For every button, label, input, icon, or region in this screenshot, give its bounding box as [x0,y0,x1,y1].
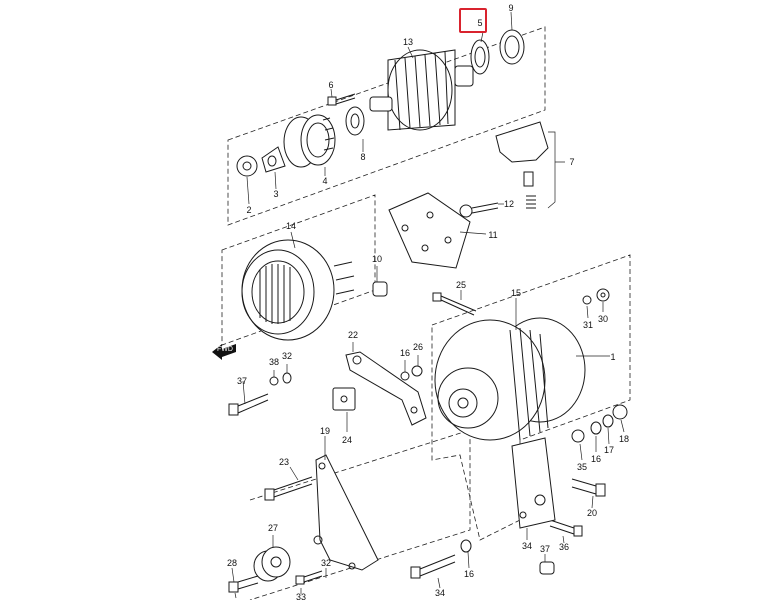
callout-30b[interactable]: 32 [320,558,332,568]
bushing-36 [539,561,555,575]
bracket-21 [345,351,427,426]
callout-35[interactable]: 36 [558,542,570,552]
callout-17[interactable]: 17 [603,445,615,455]
callout-25[interactable]: 26 [412,342,424,352]
forward-mark: FWD [217,346,233,353]
bolt-24 [432,292,477,316]
highlight-box [459,8,487,33]
callout-34[interactable]: 35 [576,462,588,472]
callout-22[interactable]: 23 [278,457,290,467]
callout-2[interactable]: 2 [246,205,252,215]
callout-6[interactable]: 6 [328,80,334,90]
callout-23[interactable]: 24 [341,435,353,445]
bracket-32 [511,437,556,529]
callout-16c[interactable]: 16 [590,454,602,464]
bushing-10 [372,281,388,297]
bolt-35 [549,519,583,537]
washer-25 [411,365,423,377]
washer-3 [261,146,286,173]
callout-8[interactable]: 8 [360,152,366,162]
callout-27[interactable]: 28 [226,558,238,568]
stator-14 [241,239,355,341]
callout-20[interactable]: 20 [586,508,598,518]
washer-34 [571,429,585,443]
callout-10[interactable]: 10 [371,254,383,264]
washer-30 [282,372,292,384]
callout-7[interactable]: 7 [569,157,575,167]
callout-36[interactable]: 37 [539,544,551,554]
nut-2 [236,155,258,177]
washer-38 [269,376,279,386]
callout-38[interactable]: 38 [268,357,280,367]
callout-1[interactable]: 1 [610,352,616,362]
bolt-22 [264,476,313,501]
bushing-23 [332,387,356,411]
nut-18 [612,404,628,420]
callout-31[interactable]: 33 [295,592,307,602]
callout-24[interactable]: 25 [455,280,467,290]
callout-5[interactable]: 5 [477,18,483,28]
callout-3[interactable]: 3 [273,189,279,199]
callout-18[interactable]: 18 [618,434,630,444]
rectifier-11 [388,192,471,269]
cover-9 [499,29,525,65]
washer-16b [460,539,472,553]
bolt-33 [410,554,456,579]
callout-4[interactable]: 4 [322,176,328,186]
callout-21[interactable]: 22 [347,330,359,340]
callout-11[interactable]: 11 [488,230,498,240]
strap-19 [313,454,379,571]
callout-14[interactable]: 14 [285,221,297,231]
callout-15[interactable]: 15 [510,288,522,298]
callout-12[interactable]: 12 [503,199,515,209]
washer-16a [400,371,410,381]
alternator-housing-1 [434,317,586,441]
bolt-20 [571,478,606,497]
bearing-5 [470,39,490,75]
pulley-4 [283,114,336,168]
washer-17 [602,414,614,428]
callout-30[interactable]: 32 [281,351,293,361]
callout-29[interactable]: 31 [582,320,594,330]
leader-lines [231,11,625,599]
bolt-27 [228,575,259,593]
lower-bracket-outline [249,429,471,601]
nut-28 [596,288,610,302]
callout-13[interactable]: 13 [402,37,414,47]
screw-12 [459,202,499,218]
spacer-8 [345,106,365,136]
callout-26[interactable]: 27 [267,523,279,533]
bolt-37 [228,393,269,416]
forward-arrow-icon [212,344,236,360]
rotor [369,49,474,131]
callout-16b[interactable]: 16 [463,569,475,579]
washer-29 [582,295,592,305]
callout-32[interactable]: 34 [521,541,533,551]
callout-16a[interactable]: 16 [399,348,411,358]
callout-19[interactable]: 19 [319,426,331,436]
callout-33[interactable]: 34 [434,588,446,598]
washer-16c [590,421,602,435]
callout-37[interactable]: 37 [236,376,248,386]
callout-9[interactable]: 9 [508,3,514,13]
idler-pulley-26 [253,546,291,582]
brush-holder-7 [495,121,549,209]
callout-28[interactable]: 30 [597,314,609,324]
bolt-31 [295,570,323,585]
